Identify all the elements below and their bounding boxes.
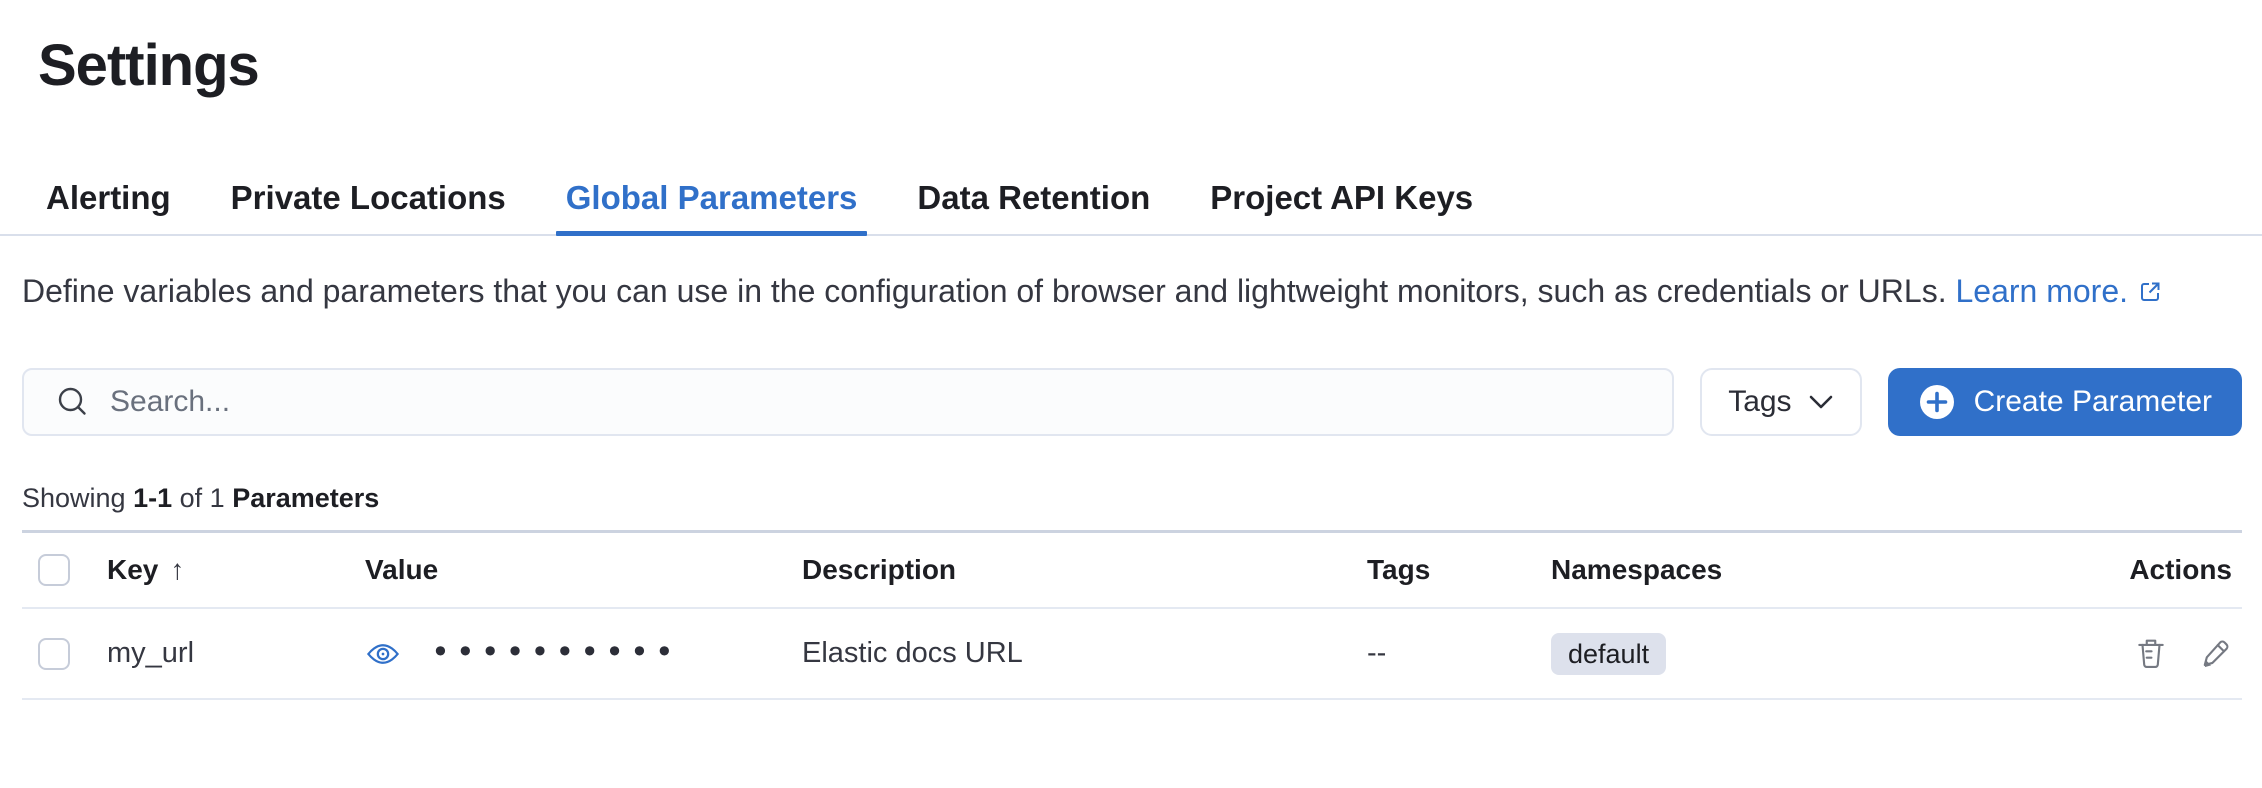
settings-page: Settings Alerting Private Locations Glob… <box>0 34 2262 788</box>
row-checkbox[interactable] <box>38 637 70 670</box>
tab-project-api-keys[interactable]: Project API Keys <box>1210 179 1474 216</box>
column-header-key[interactable]: Key ↑ <box>107 554 185 585</box>
page-description: Define variables and parameters that you… <box>22 266 2172 318</box>
chevron-down-icon <box>1808 393 1834 411</box>
table-row: my_url •••••••••• Elastic docs URL -- de… <box>22 609 2242 700</box>
pencil-icon[interactable] <box>2198 637 2232 671</box>
column-header-actions: Actions <box>2129 554 2232 585</box>
create-parameter-label: Create Parameter <box>1973 385 2212 418</box>
trash-icon[interactable] <box>2134 637 2168 671</box>
row-actions <box>2102 637 2242 671</box>
tab-private-locations[interactable]: Private Locations <box>230 179 506 216</box>
settings-tabs: Alerting Private Locations Global Parame… <box>0 156 2262 236</box>
select-all-checkbox[interactable] <box>38 554 70 586</box>
results-summary: Showing 1-1 of 1 Parameters <box>22 483 380 513</box>
column-header-description: Description <box>802 554 957 585</box>
search-icon <box>56 385 90 419</box>
external-link-icon <box>2138 268 2162 318</box>
column-header-namespaces: Namespaces <box>1551 554 1723 585</box>
plus-in-circle-icon <box>1918 383 1956 421</box>
description-text: Define variables and parameters that you… <box>22 273 1947 309</box>
tab-alerting[interactable]: Alerting <box>46 179 171 216</box>
eye-icon[interactable] <box>365 636 401 672</box>
create-parameter-button[interactable]: Create Parameter <box>1887 368 2242 436</box>
tab-global-parameters[interactable]: Global Parameters <box>555 156 868 236</box>
row-value: •••••••••• <box>365 636 802 672</box>
tags-filter-button[interactable]: Tags <box>1700 368 1862 436</box>
page-title: Settings <box>38 33 260 98</box>
row-tags: -- <box>1367 637 1387 669</box>
summary-entity: Parameters <box>232 483 380 513</box>
column-header-value: Value <box>365 554 439 585</box>
sort-ascending-icon: ↑ <box>170 554 185 585</box>
learn-more-link[interactable]: Learn more. <box>1955 273 2162 309</box>
table-header-row: Key ↑ Value Description Tags Namespaces … <box>22 533 2242 609</box>
parameters-toolbar: Tags Create Parameter <box>22 368 2242 436</box>
row-namespaces: default <box>1551 632 2102 675</box>
tab-data-retention[interactable]: Data Retention <box>917 179 1151 216</box>
row-key: my_url <box>107 637 195 669</box>
tags-button-label: Tags <box>1728 385 1792 418</box>
namespace-badge: default <box>1551 632 1667 675</box>
summary-range: 1-1 <box>133 483 173 513</box>
row-description: Elastic docs URL <box>802 637 1023 669</box>
search-box[interactable] <box>22 368 1675 436</box>
masked-value: •••••••••• <box>431 632 680 671</box>
parameters-table: Key ↑ Value Description Tags Namespaces … <box>22 530 2242 700</box>
column-header-tags: Tags <box>1367 554 1431 585</box>
search-input[interactable] <box>108 384 1653 420</box>
